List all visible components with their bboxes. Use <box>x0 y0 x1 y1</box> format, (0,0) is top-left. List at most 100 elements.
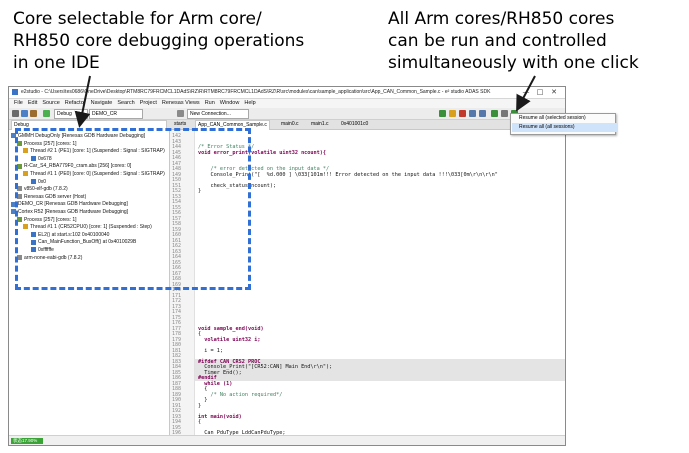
close-button[interactable]: ✕ <box>551 88 557 96</box>
tab-app-can-common-sample[interactable]: App_CAN_Common_Sample.c <box>195 120 270 130</box>
menu-renesas-views[interactable]: Renesas Views <box>161 100 200 106</box>
code-line[interactable]: void error_print(volatile uint32 ncount)… <box>198 149 327 156</box>
code-line[interactable]: /* No action required*/ <box>198 391 283 398</box>
debug-tree-item[interactable]: 0x678 <box>31 156 52 163</box>
line-number: 181 <box>172 347 182 354</box>
new-icon[interactable] <box>12 110 19 117</box>
debug-tree-item[interactable]: Thread #2 1 (PE1) [core: 1] (Suspended :… <box>23 148 165 155</box>
code-line[interactable]: check_status(ncount); <box>198 182 277 189</box>
menu-file[interactable]: File <box>14 100 23 106</box>
status-bar: 状态17.90% <box>9 435 565 445</box>
line-number: 158 <box>172 221 182 227</box>
line-number: 191 <box>172 402 182 409</box>
code-line[interactable]: { <box>198 386 208 392</box>
line-number: 184 <box>172 364 182 370</box>
menu-window[interactable]: Window <box>219 100 240 106</box>
step-into-icon[interactable] <box>469 110 476 117</box>
debug-tree-item[interactable]: Process [257] [cores: 1] <box>17 217 77 224</box>
menu-source[interactable]: Source <box>42 100 60 106</box>
menu-item-resume-all-selected[interactable]: Resume all (selected session) <box>519 115 586 121</box>
debug-tree-item[interactable]: Renesas GDB server (Host) <box>17 194 86 201</box>
debug-tree-label: Process [257] [cores: 1] <box>24 216 77 223</box>
line-number: 169 <box>172 281 182 288</box>
resume-all-menu: Resume all (selected session) Resume all… <box>510 113 618 135</box>
debug-tree-label: GMMH DebugOnly [Renesas GDB Hardware Deb… <box>18 133 145 139</box>
debug-tree-label: v850-elf-gdb (7.8.2) <box>24 186 68 193</box>
debug-tree-label: Thread #2 1 (PE1) [core: 1] (Suspended :… <box>30 148 165 155</box>
code-line[interactable]: } <box>198 188 202 194</box>
highlighted-line <box>195 375 565 381</box>
line-number: 160 <box>172 232 182 238</box>
terminate-icon[interactable] <box>459 110 466 117</box>
menu-search[interactable]: Search <box>117 100 135 106</box>
menu-bar: File Edit Source Refactor Navigate Search Proj… <box>9 99 565 108</box>
dropdown-icon[interactable] <box>501 110 508 117</box>
code-line[interactable]: /* error detected on the input data */ <box>198 166 330 172</box>
code-line[interactable]: i = 1; <box>198 347 223 354</box>
tab-main1[interactable]: main1.c <box>311 121 329 127</box>
code-line[interactable]: Console_Print("[CR52:CAN] Main End\r\n")… <box>198 364 333 370</box>
code-line[interactable]: } <box>198 397 208 403</box>
line-number: 192 <box>172 408 182 414</box>
maximize-button[interactable]: □ <box>536 88 544 96</box>
tree-node-icon <box>17 254 22 260</box>
menu-edit[interactable]: Edit <box>27 100 38 106</box>
code-line[interactable]: /* Error Status */ <box>198 144 255 150</box>
debug-tree-label: Renesas GDB server (Host) <box>24 193 87 200</box>
step-over-icon[interactable] <box>479 110 486 117</box>
line-number: 144 <box>172 144 182 150</box>
debug-tree-item[interactable]: 0xffffffe <box>31 247 54 254</box>
debug-tree-item[interactable]: Thread #1 1 (CR52CPU0) [core: 1] (Suspen… <box>23 224 152 231</box>
debug-tree-item[interactable]: Cortex R52 [Renesas GDB Hardware Debuggi… <box>11 209 128 216</box>
menu-run[interactable]: Run <box>204 100 215 106</box>
debug-tree-item[interactable]: arm-none-eabi-gdb (7.8.2) <box>17 255 82 262</box>
code-line[interactable]: Timer_End(); <box>198 369 242 376</box>
line-number: 168 <box>172 276 182 282</box>
code-line[interactable]: } <box>198 402 202 409</box>
debug-tree-item[interactable]: Process [257] [cores: 1] <box>17 141 77 148</box>
tree-node-icon <box>17 216 22 222</box>
line-number: 159 <box>172 226 182 233</box>
line-number: 150 <box>172 177 182 183</box>
code-line[interactable]: int main(void) <box>198 413 242 420</box>
tab-address[interactable]: 0x401001c0 <box>341 121 369 127</box>
debug-tree-item[interactable]: v850-elf-gdb (7.8.2) <box>17 186 68 193</box>
menu-help[interactable]: Help <box>244 100 256 106</box>
line-number: 170 <box>172 287 182 293</box>
code-line[interactable]: while (1) <box>198 380 233 387</box>
code-line[interactable]: void sample_end(void) <box>198 325 264 332</box>
debug-tree-item[interactable]: 0x0 <box>31 179 46 186</box>
tab-starts[interactable]: starts <box>174 121 187 127</box>
save-icon[interactable] <box>21 110 28 117</box>
debug-tree-item[interactable]: R-Car_S4_RBA779F0_cram.abs [256] [cores:… <box>17 163 131 170</box>
code-line[interactable]: #endif <box>198 375 217 381</box>
line-number: 180 <box>172 342 182 348</box>
debug-tree-item[interactable]: Can_MainFunction_BusOff() at 0x4010029B <box>31 239 136 246</box>
code-line[interactable]: { <box>198 419 202 425</box>
code-line[interactable]: #ifdef CAN_CRS2_PROC <box>198 358 261 365</box>
debug-tree-item[interactable]: EL2() at start.s:102 0x40100040 <box>31 232 109 239</box>
debug-tree-item[interactable]: GMMH DebugOnly [Renesas GDB Hardware Deb… <box>11 133 145 140</box>
resume-all-icon[interactable] <box>491 110 498 117</box>
menu-item-resume-all-sessions[interactable]: Resume all (all sessions) <box>512 123 618 132</box>
tree-node-icon <box>31 247 36 253</box>
line-number: 165 <box>172 259 182 266</box>
debug-tree-item[interactable]: DEMO_CR [Renesas GDB Hardware Debugging] <box>11 201 128 208</box>
resume-icon[interactable] <box>439 110 446 117</box>
launch-target-icon[interactable] <box>177 110 184 117</box>
suspend-icon[interactable] <box>449 110 456 117</box>
code-line[interactable]: volatile uint32 i; <box>198 336 261 343</box>
code-line[interactable]: Console_Print("[ %d.000 ] \033[101m!!! E… <box>198 171 498 178</box>
core-selection-highlight <box>15 128 251 290</box>
code-line[interactable]: Can_PduType LddCanPduType; <box>198 430 286 436</box>
tab-main0[interactable]: main0.c <box>281 121 299 127</box>
connection-select[interactable]: New Connection... <box>187 109 249 119</box>
menu-navigate[interactable]: Navigate <box>90 100 113 106</box>
debug-tree-item[interactable]: Thread #1 1 (PE0) [core: 0] (Suspended :… <box>23 171 165 178</box>
menu-project[interactable]: Project <box>139 100 157 106</box>
build-icon[interactable] <box>30 110 37 117</box>
code-line[interactable]: { <box>198 331 202 337</box>
debug-icon[interactable] <box>43 110 50 117</box>
menu-refactor[interactable]: Refactor <box>64 100 86 106</box>
